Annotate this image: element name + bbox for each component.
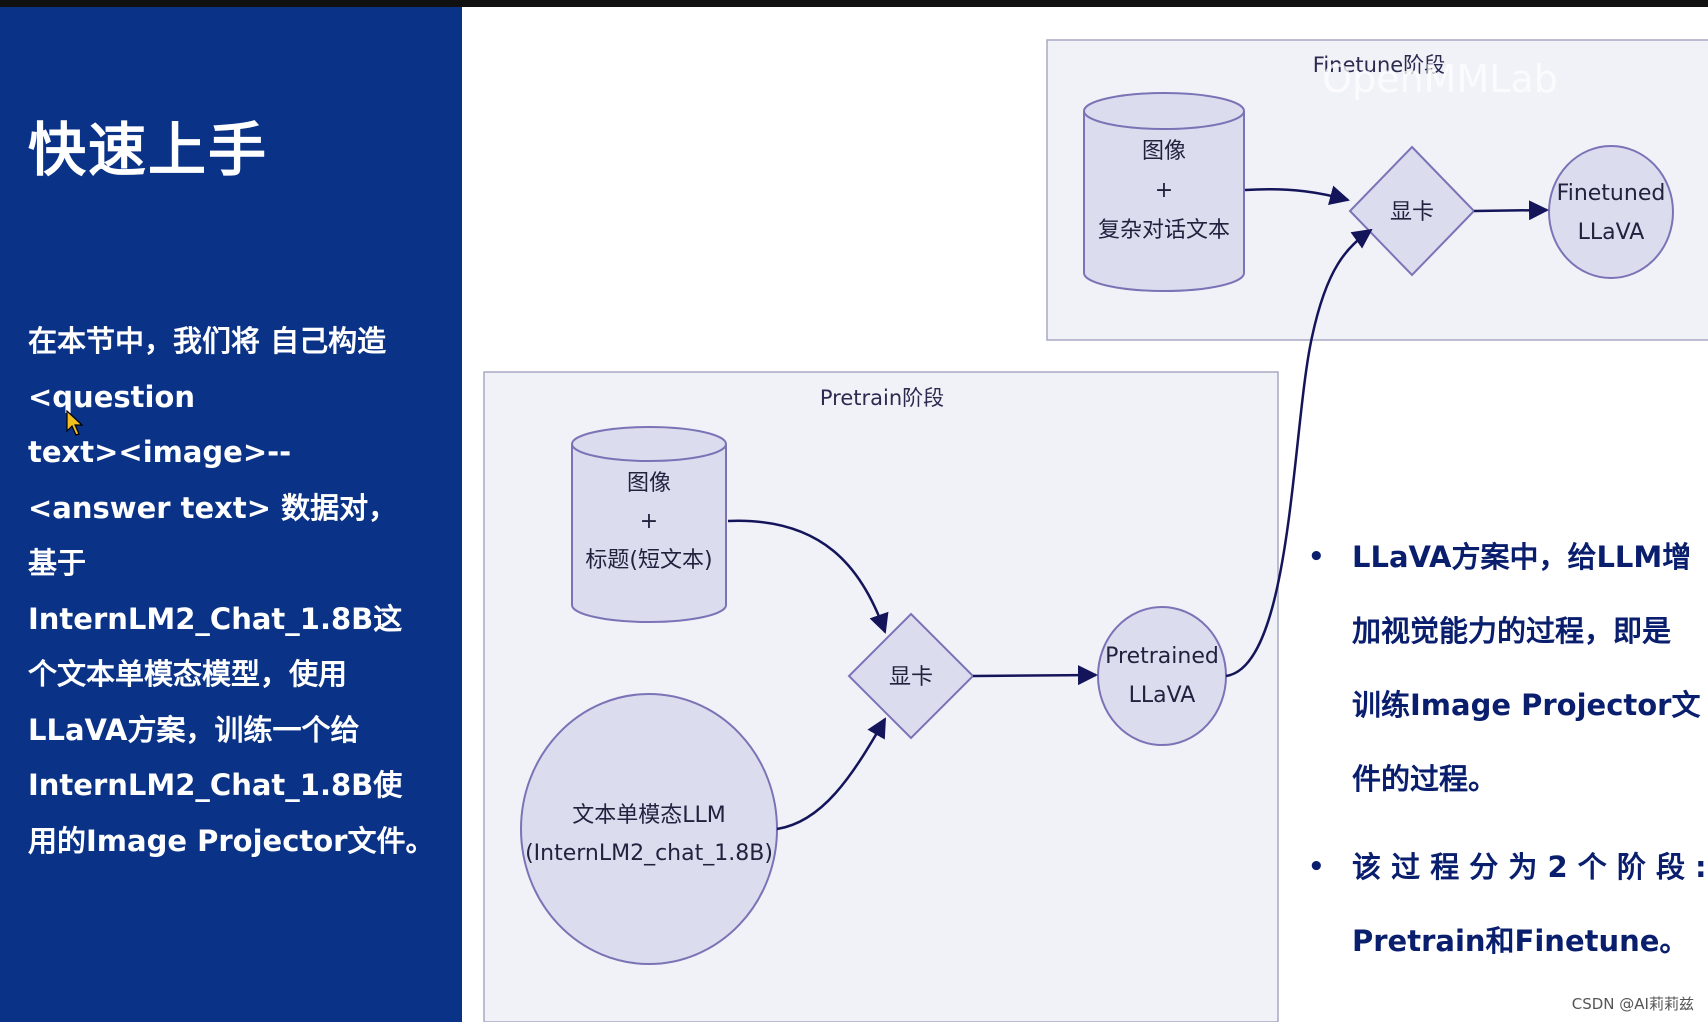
finetuned-llava-line: Finetuned bbox=[1557, 181, 1666, 206]
finetune-stage-label: Finetune阶段 bbox=[1313, 53, 1445, 77]
arrow-llm-to-gpu bbox=[776, 717, 887, 831]
finetune-gpu-diamond: 显卡 bbox=[1348, 145, 1476, 277]
bullet-line: 件的过程。 bbox=[1352, 762, 1498, 796]
slide-title: 快速上手 bbox=[28, 116, 269, 184]
finetuned-llava-node: Finetuned LLaVA bbox=[1548, 145, 1674, 279]
description-line: <answer text> 数据对， bbox=[28, 490, 398, 525]
bullet-item: • 该 过 程 分 为 2 个 阶 段 : Pretrain和Finetune。 bbox=[1300, 830, 1707, 978]
finetune-data-line: 图像 bbox=[1142, 139, 1186, 164]
bullet-line: 加视觉能力的过程，即是 bbox=[1352, 614, 1672, 648]
finetune-gpu-label: 显卡 bbox=[1390, 200, 1434, 225]
training-diagram: Finetune阶段 OpenMMLab 图像 + 复杂对话文本 显卡 Fine… bbox=[462, 7, 1708, 1022]
sidebar-panel: 快速上手 在本节中，我们将 自己构造 <question text><image… bbox=[0, 7, 462, 1022]
finetune-data-cylinder: 图像 + 复杂对话文本 bbox=[1083, 92, 1245, 292]
explanation-bullets: • LLaVA方案中，给LLM增 加视觉能力的过程，即是 训练Image Pro… bbox=[1300, 520, 1707, 978]
pretrain-data-cylinder: 图像 + 标题(短文本) bbox=[571, 426, 727, 623]
bullet-line: 训练Image Projector文 bbox=[1352, 688, 1701, 722]
pretrain-data-line: 标题(短文本) bbox=[585, 548, 712, 573]
top-bar bbox=[0, 0, 1708, 7]
pretrain-gpu-label: 显卡 bbox=[889, 665, 933, 690]
arrow-gpu-to-pretrained bbox=[972, 665, 1098, 686]
description-line: text><image>-- bbox=[28, 435, 292, 469]
description-line: 用的Image Projector文件。 bbox=[28, 823, 435, 858]
description-line: LLaVA方案，训练一个给 bbox=[28, 712, 360, 747]
pretrain-data-line: + bbox=[640, 509, 658, 534]
bullet-line: Pretrain和Finetune。 bbox=[1352, 924, 1689, 958]
bullet-line: 该 过 程 分 为 2 个 阶 段 : bbox=[1352, 850, 1707, 884]
bullet-dot-icon: • bbox=[1308, 542, 1325, 572]
description-line: InternLM2_Chat_1.8B使 bbox=[28, 768, 403, 802]
credit-watermark: CSDN @AI莉莉兹 bbox=[1571, 995, 1694, 1013]
text-llm-line: 文本单模态LLM bbox=[572, 803, 726, 828]
text-llm-node: 文本单模态LLM (InternLM2_chat_1.8B) bbox=[520, 693, 778, 965]
pretrained-llava-line: LLaVA bbox=[1129, 683, 1196, 708]
finetuned-llava-line: LLaVA bbox=[1578, 220, 1645, 245]
bullet-dot-icon: • bbox=[1308, 852, 1325, 882]
description-line: InternLM2_Chat_1.8B这 bbox=[28, 601, 403, 636]
arrow-finetune-data-to-gpu bbox=[1244, 185, 1350, 205]
bullet-item: • LLaVA方案中，给LLM增 加视觉能力的过程，即是 训练Image Pro… bbox=[1300, 520, 1700, 816]
arrow-gpu-to-finetuned bbox=[1473, 200, 1549, 221]
pretrained-llava-node: Pretrained LLaVA bbox=[1097, 606, 1227, 746]
pretrain-gpu-diamond: 显卡 bbox=[847, 612, 975, 740]
description-line: 基于 bbox=[28, 546, 87, 580]
description-line: <question bbox=[28, 379, 196, 414]
diagram-canvas: Finetune阶段 OpenMMLab 图像 + 复杂对话文本 显卡 Fine… bbox=[483, 39, 1708, 1022]
pretrain-stage-label: Pretrain阶段 bbox=[820, 386, 944, 410]
finetune-data-line: 复杂对话文本 bbox=[1098, 218, 1230, 243]
slide-description: 在本节中，我们将 自己构造 <question text><image>-- <… bbox=[28, 314, 438, 869]
mouse-cursor-icon bbox=[66, 410, 84, 436]
finetune-data-line: + bbox=[1155, 178, 1173, 203]
text-llm-line: (InternLM2_chat_1.8B) bbox=[525, 841, 773, 866]
description-line: 个文本单模态模型，使用 bbox=[28, 657, 348, 691]
arrow-pretrain-data-to-gpu bbox=[727, 519, 889, 634]
description-line: 在本节中，我们将 自己构造 bbox=[28, 324, 387, 358]
openmmlab-watermark: OpenMMLab bbox=[1322, 57, 1558, 101]
bullet-line: LLaVA方案中，给LLM增 bbox=[1352, 540, 1692, 574]
arrow-pretrained-to-finetune-gpu bbox=[1225, 228, 1373, 678]
pretrain-data-line: 图像 bbox=[627, 471, 671, 496]
pretrained-llava-line: Pretrained bbox=[1105, 644, 1219, 669]
